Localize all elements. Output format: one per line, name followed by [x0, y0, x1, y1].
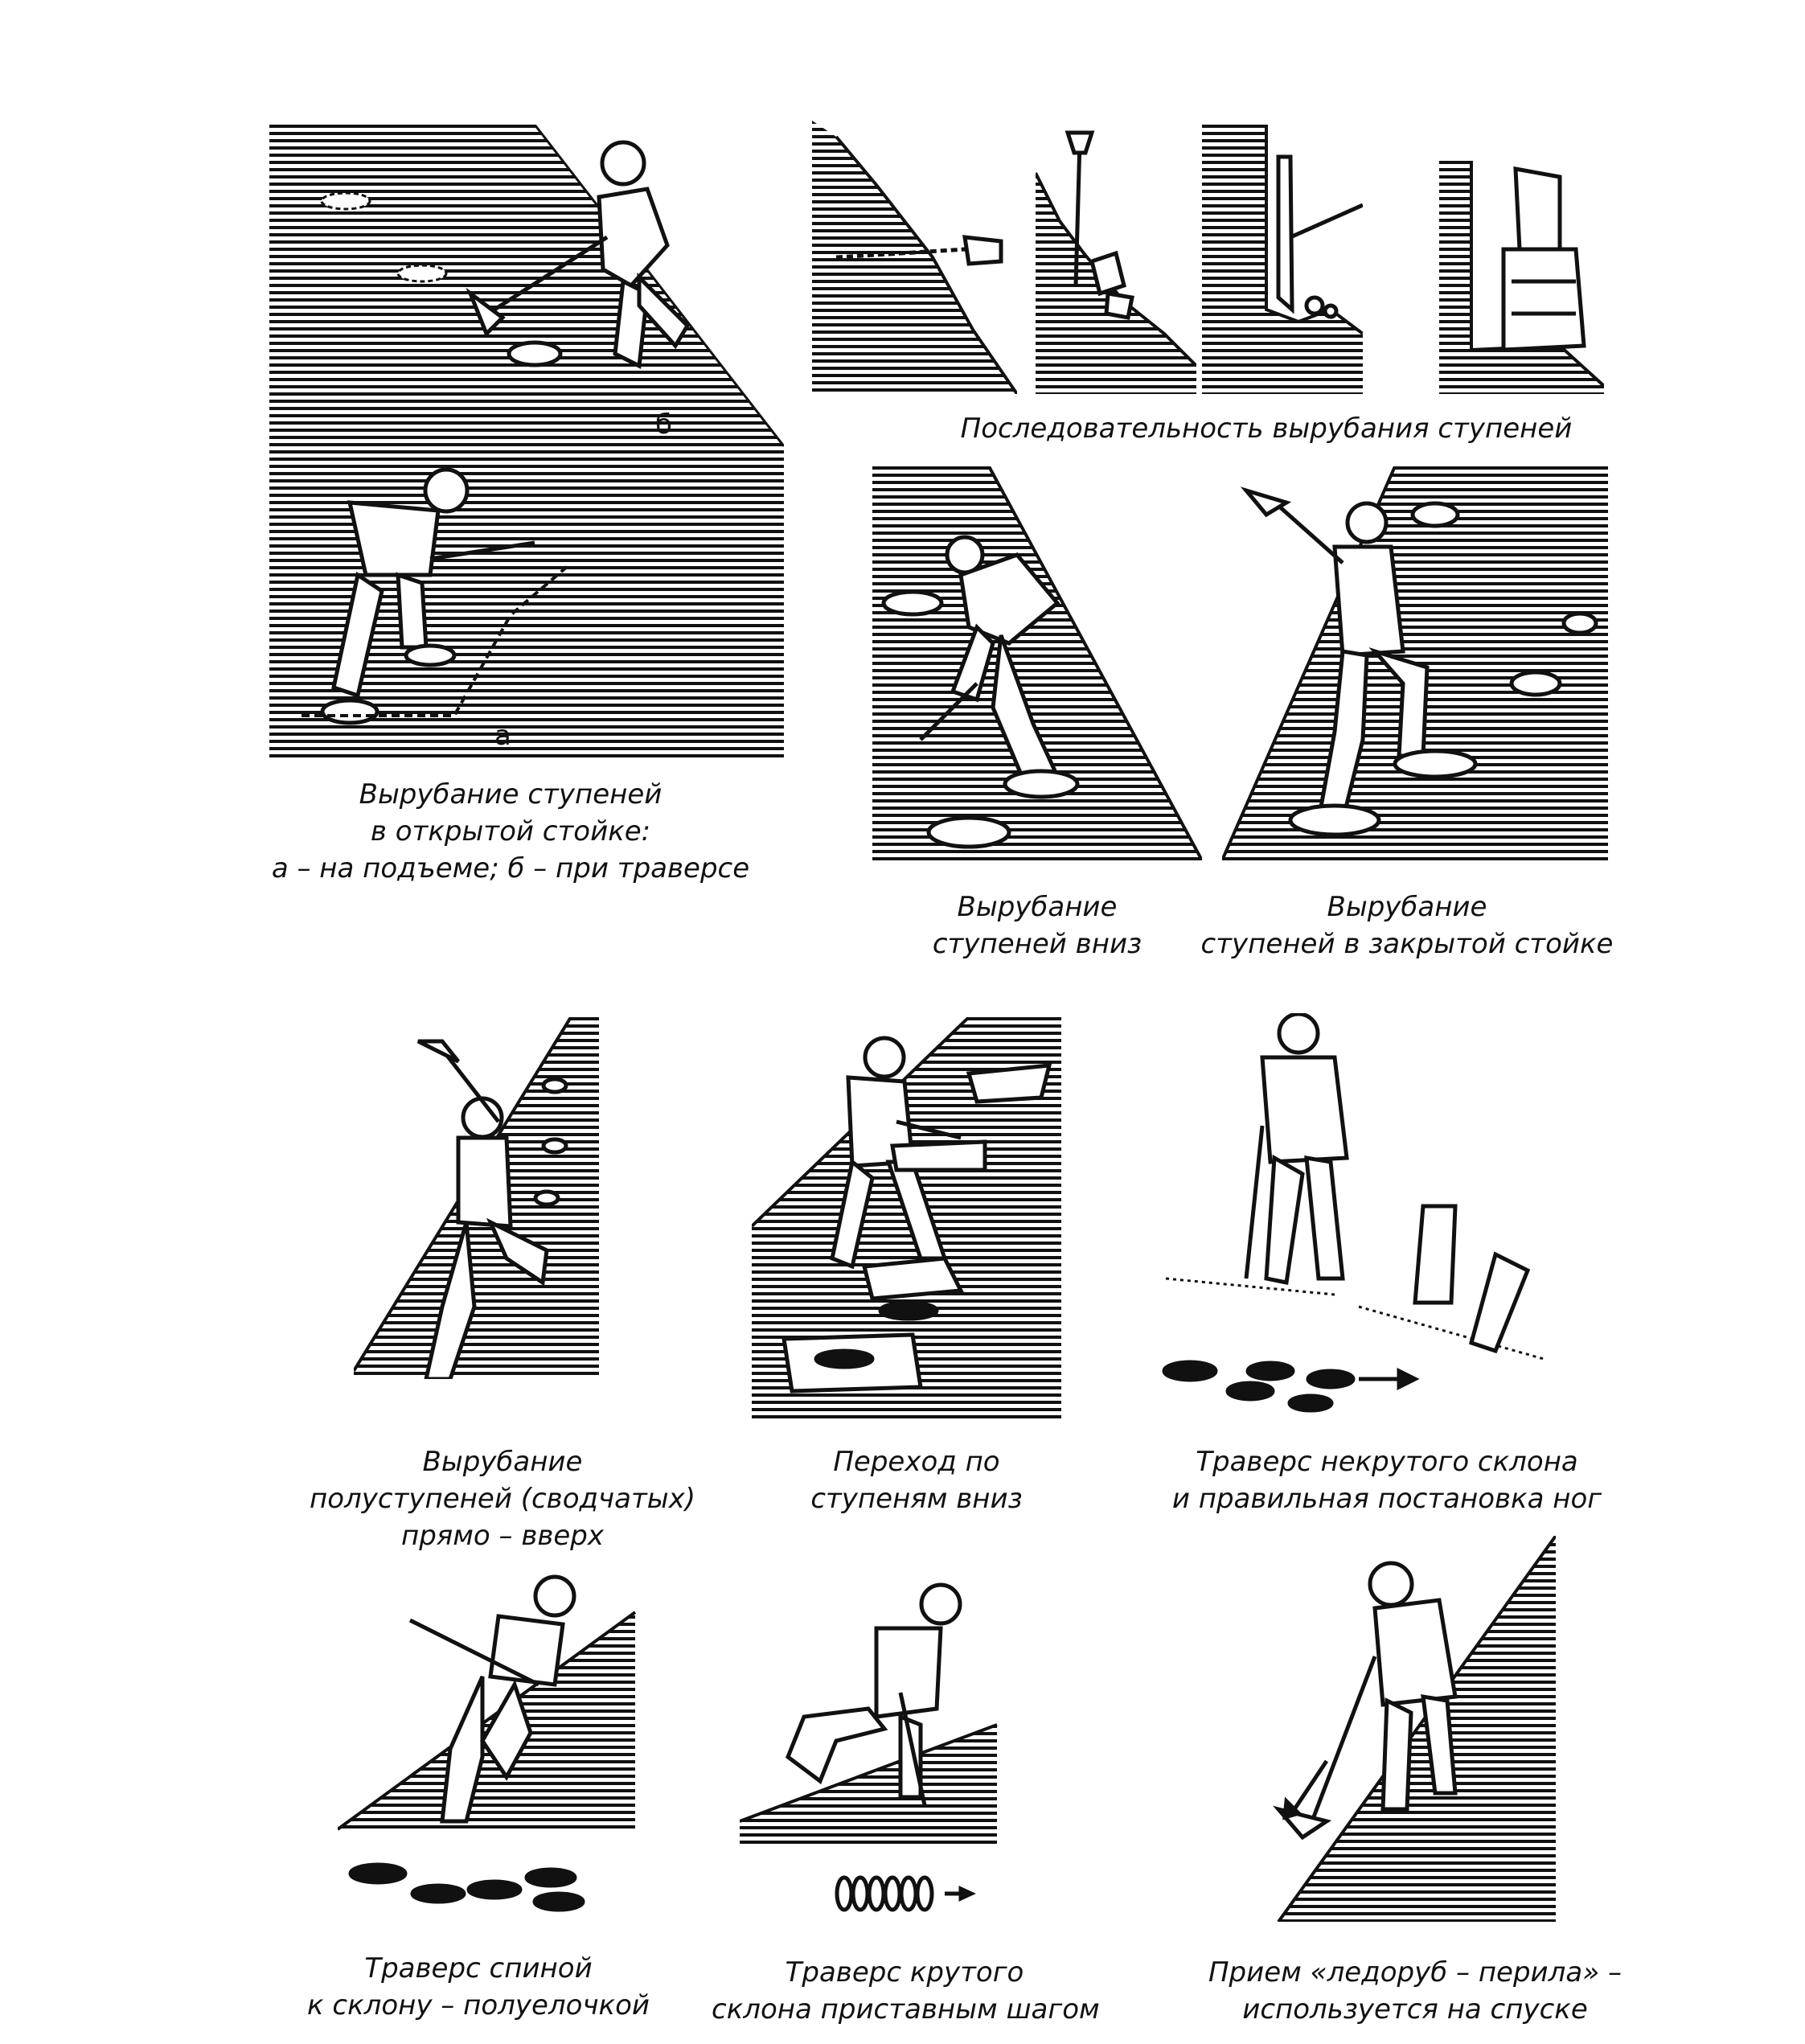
caption-open-stance: Вырубание ступеней в открытой стойке: а … — [265, 776, 756, 887]
caption-cut-down-line-2: ступеней вниз — [932, 928, 1142, 960]
caption-rail-technique-line-1: Прием «ледоруб – перила» – — [1208, 1956, 1622, 1989]
caption-cut-down-line-1: Вырубание — [957, 891, 1118, 923]
illustration-descend-steps — [752, 1017, 1061, 1419]
illustration-sequence-4 — [1439, 161, 1604, 394]
illustration-closed-stance — [1222, 466, 1608, 860]
caption-half-steps-line-2: полуступеней (сводчатых) — [310, 1483, 695, 1515]
illustration-half-steps — [354, 1017, 599, 1379]
label-b: б — [655, 408, 672, 441]
caption-half-steps-line-1: Вырубание — [422, 1446, 583, 1478]
illustration-gentle-traverse — [1158, 1013, 1544, 1415]
caption-back-traverse: Траверс спиной к склону – полуелочкой — [293, 1950, 663, 2024]
caption-half-steps-line-3: прямо – вверх — [400, 1520, 605, 1552]
illustration-cut-down — [872, 466, 1202, 860]
caption-sequence-line-1: Последовательность вырубания ступеней — [960, 412, 1573, 445]
caption-closed-stance: Вырубание ступеней в закрытой стойке — [1190, 889, 1624, 962]
caption-closed-stance-line-2: ступеней в закрытой стойке — [1200, 928, 1614, 960]
illustration-sequence-2 — [1036, 125, 1196, 394]
caption-side-step: Траверс крутого склона приставным шагом — [712, 1954, 1100, 2028]
caption-gentle-traverse-line-1: Траверс некрутого склона — [1196, 1446, 1578, 1478]
caption-gentle-traverse: Траверс некрутого склона и правильная по… — [1142, 1443, 1632, 1517]
caption-cut-down: Вырубание ступеней вниз — [892, 889, 1182, 962]
illustration-rail-technique — [1262, 1536, 1556, 1922]
caption-descend-steps: Переход по ступеням вниз — [772, 1443, 1061, 1517]
caption-side-step-line-1: Траверс крутого — [785, 1956, 1024, 1989]
caption-descend-steps-line-1: Переход по — [833, 1446, 1000, 1478]
caption-sequence: Последовательность вырубания ступеней — [925, 410, 1608, 447]
caption-rail-technique-line-2: используется на спуске — [1242, 1993, 1588, 2026]
illustration-back-traverse — [338, 1572, 667, 1942]
label-a: а — [494, 720, 511, 752]
caption-open-stance-line-2: в открытой стойке: — [370, 815, 651, 848]
illustration-sequence-3 — [1202, 125, 1363, 394]
illustration-sequence-1 — [812, 121, 1017, 394]
illustration-open-stance — [269, 125, 784, 760]
caption-open-stance-line-1: Вырубание ступеней — [359, 778, 663, 811]
caption-back-traverse-line-1: Траверс спиной — [364, 1952, 593, 1984]
caption-side-step-line-2: склона приставным шагом — [712, 1993, 1100, 2026]
caption-gentle-traverse-line-2: и правильная постановка ног — [1171, 1483, 1602, 1515]
caption-closed-stance-line-1: Вырубание — [1327, 891, 1487, 923]
illustration-side-step — [740, 1580, 1061, 1934]
caption-open-stance-line-3: а – на подъеме; б – при траверсе — [271, 852, 750, 885]
caption-descend-steps-line-2: ступеням вниз — [810, 1483, 1023, 1515]
caption-back-traverse-line-2: к склону – полуелочкой — [307, 1989, 650, 2021]
caption-half-steps: Вырубание полуступеней (сводчатых) прямо… — [277, 1443, 728, 1554]
caption-rail-technique: Прием «ледоруб – перила» – используется … — [1174, 1954, 1656, 2028]
